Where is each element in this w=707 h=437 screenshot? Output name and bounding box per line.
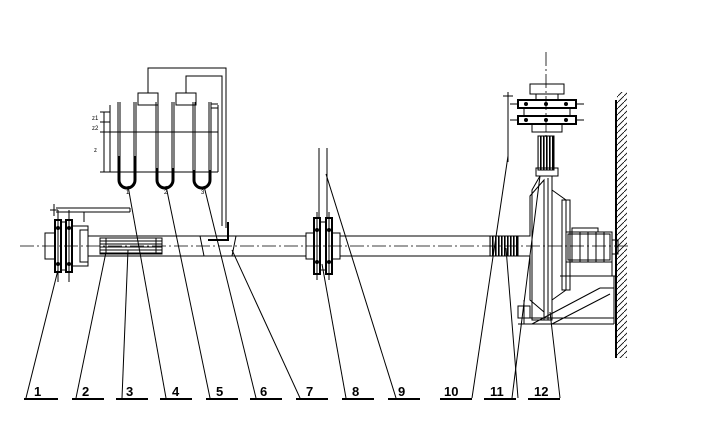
dim-z2: z2 bbox=[92, 126, 99, 132]
label-9: 9 bbox=[398, 384, 405, 399]
manometer-mark-3: 3 bbox=[201, 190, 205, 196]
label-12: 12 bbox=[534, 384, 548, 399]
label-10: 10 bbox=[444, 384, 458, 399]
flow-straightener bbox=[99, 237, 163, 255]
top-gauge-assembly bbox=[503, 52, 584, 171]
dim-z1: z1 bbox=[92, 116, 99, 122]
manometer-panel: z1 z2 z 1 2 3 bbox=[92, 67, 237, 257]
label-3: 3 bbox=[126, 384, 133, 399]
label-7: 7 bbox=[306, 384, 313, 399]
label-8: 8 bbox=[352, 384, 359, 399]
dim-z: z bbox=[94, 148, 97, 154]
label-4: 4 bbox=[172, 384, 180, 399]
wall bbox=[615, 92, 627, 358]
leader-lines bbox=[25, 155, 561, 399]
label-6: 6 bbox=[260, 384, 267, 399]
motor bbox=[560, 227, 619, 277]
label-1: 1 bbox=[34, 384, 41, 399]
label-5: 5 bbox=[216, 384, 223, 399]
fan-housing bbox=[518, 167, 571, 321]
manometer-mark-1: 1 bbox=[126, 190, 130, 196]
support-frame bbox=[517, 276, 615, 325]
label-2: 2 bbox=[82, 384, 89, 399]
flexible-coupling bbox=[489, 235, 519, 257]
throttle-rod bbox=[318, 148, 328, 218]
manometer-mark-2: 2 bbox=[164, 190, 168, 196]
label-11: 11 bbox=[490, 384, 504, 399]
